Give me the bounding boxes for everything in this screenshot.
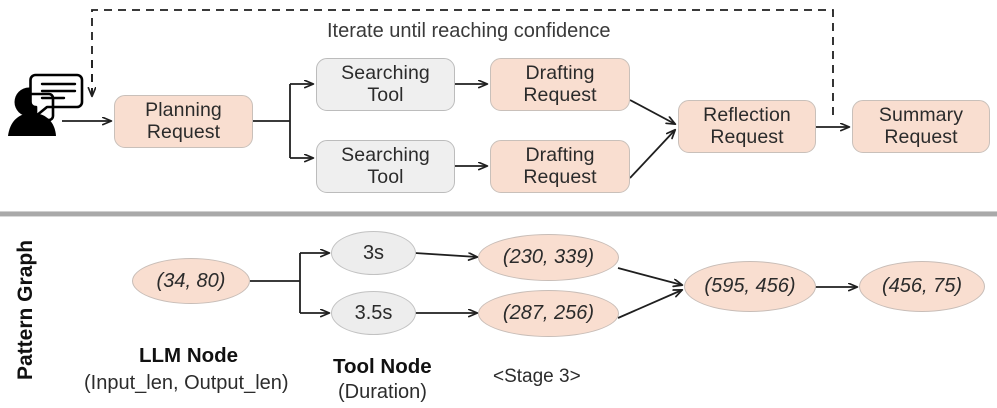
node-summary-request-line2: Request [884, 125, 958, 148]
node-summary-request[interactable]: Summary Request [852, 100, 990, 153]
pg-node-stage3-top[interactable]: (230, 339) [478, 234, 619, 281]
node-searching-tool-2-line1: Searching [341, 143, 430, 166]
node-reflection-request[interactable]: Reflection Request [678, 100, 816, 153]
section-divider [0, 211, 997, 217]
node-summary-request-line1: Summary [878, 103, 964, 126]
node-planning-request[interactable]: Planning Request [114, 95, 253, 148]
node-planning-request-line2: Request [146, 120, 221, 143]
node-reflection-request-line1: Reflection [703, 103, 791, 126]
loop-caption: Iterate until reaching confidence [327, 20, 611, 42]
node-searching-tool-1-line1: Searching [341, 61, 430, 84]
legend-llm-node-title: LLM Node [139, 344, 239, 367]
legend-tool-node-subtitle: (Duration) [338, 381, 427, 403]
pg-node-final-label: (456, 75) [881, 275, 963, 297]
pg-node-tool-top-label: 3s [362, 241, 385, 264]
pg-node-merge-label: (595, 456) [704, 275, 796, 297]
node-drafting-request-1-line1: Drafting [525, 61, 595, 84]
node-reflection-request-line2: Request [710, 125, 784, 148]
pg-node-llm-start[interactable]: (34, 80) [132, 258, 250, 304]
legend-tool-node-title: Tool Node [333, 355, 432, 378]
pg-node-tool-top[interactable]: 3s [331, 231, 416, 275]
edge-draft2-to-reflection [629, 130, 675, 179]
edge-stage3top-to-merge [617, 267, 682, 285]
legend-stage-3: <Stage 3> [493, 366, 581, 387]
pg-node-stage3-bottom[interactable]: (287, 256) [478, 290, 619, 337]
pg-node-tool-bottom-label: 3.5s [354, 301, 393, 324]
user-chat-icon [8, 73, 84, 136]
edge-draft1-to-reflection [629, 99, 675, 124]
node-drafting-request-2-line1: Drafting [525, 143, 595, 166]
edge-tooltop-to-stage3top [414, 252, 477, 257]
edge-stage3bot-to-merge [617, 290, 682, 319]
legend-llm-node-subtitle: (Input_len, Output_len) [84, 372, 289, 394]
node-planning-request-line1: Planning [145, 98, 222, 121]
node-drafting-request-1[interactable]: Drafting Request [490, 58, 630, 111]
pg-node-tool-bottom[interactable]: 3.5s [331, 291, 416, 335]
node-drafting-request-2-line2: Request [523, 165, 597, 188]
pg-node-llm-start-label: (34, 80) [156, 269, 226, 292]
node-searching-tool-1[interactable]: Searching Tool [316, 58, 455, 111]
node-drafting-request-1-line2: Request [523, 83, 597, 106]
pg-node-final[interactable]: (456, 75) [859, 261, 985, 312]
pg-node-stage3-bottom-label: (287, 256) [502, 302, 595, 324]
node-searching-tool-1-line2: Tool [367, 83, 404, 106]
pg-node-stage3-top-label: (230, 339) [502, 246, 595, 268]
section-title-pattern-graph: Pattern Graph [14, 239, 37, 380]
node-drafting-request-2[interactable]: Drafting Request [490, 140, 630, 193]
node-searching-tool-2-line2: Tool [367, 165, 404, 188]
node-searching-tool-2[interactable]: Searching Tool [316, 140, 455, 193]
pg-node-merge[interactable]: (595, 456) [684, 261, 816, 312]
